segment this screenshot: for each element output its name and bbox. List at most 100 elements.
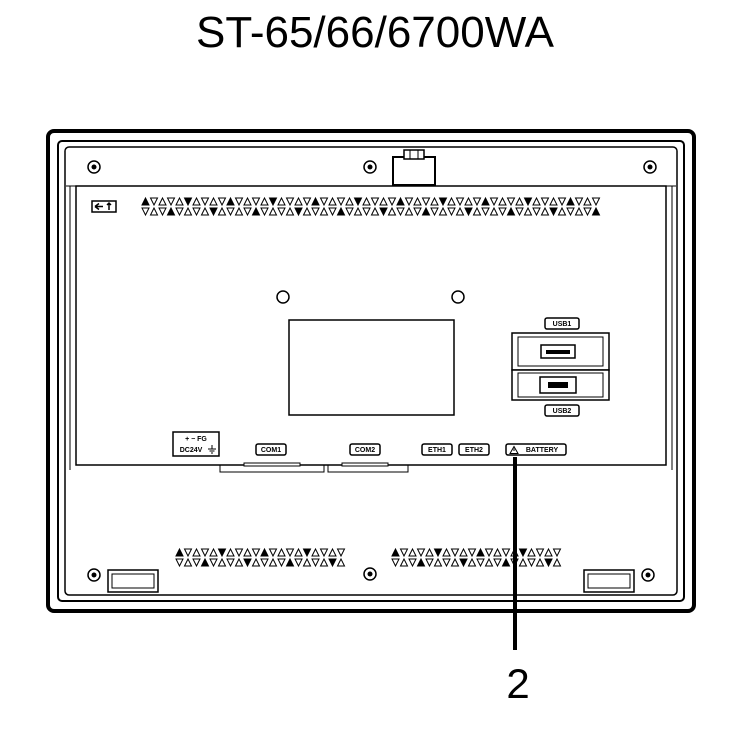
vent-slot — [243, 207, 252, 217]
vent-slot — [328, 196, 337, 206]
mount-hole — [451, 290, 465, 304]
vent-slot — [226, 196, 235, 206]
vent-slot — [328, 547, 337, 557]
com1-port: COM1 — [219, 443, 325, 473]
vent-slot — [251, 206, 261, 216]
vent-slot — [472, 197, 482, 207]
vent-slot — [430, 196, 439, 206]
power-terminal: + − FG DC24V — [172, 431, 220, 457]
vent-slot — [319, 197, 329, 207]
vent-slot — [217, 197, 227, 207]
vent-slot — [268, 197, 278, 207]
vent-slot — [302, 206, 312, 216]
vent-slot — [391, 547, 400, 557]
vent-slot — [158, 196, 167, 206]
vent-slot — [552, 557, 562, 567]
vent-slot — [166, 197, 176, 207]
vent-slot — [175, 207, 184, 217]
vent-slot — [362, 207, 371, 217]
vent-slot — [549, 207, 558, 217]
vent-slot — [251, 548, 261, 558]
vent-slot — [566, 207, 575, 217]
vent-slot — [149, 206, 159, 216]
usb-port-module: USB1 USB2 — [511, 317, 610, 417]
eth2-port: ETH2 — [458, 443, 490, 456]
vent-slot — [294, 207, 303, 217]
vent-slot — [515, 207, 524, 217]
vent-slot — [183, 548, 193, 558]
vent-slot — [433, 557, 443, 567]
vent-slot — [311, 547, 320, 557]
usb1-label: USB1 — [553, 321, 572, 328]
vent-slot — [234, 548, 244, 558]
vent-slot — [396, 207, 405, 217]
vent-slot — [404, 206, 414, 216]
vent-slot — [455, 197, 465, 207]
battery-label: BATTERY — [526, 447, 559, 454]
vent-slot — [455, 206, 465, 216]
vent-slot — [459, 558, 468, 568]
vent-slot — [527, 558, 536, 568]
vent-slot — [226, 558, 235, 568]
vent-slot — [476, 558, 485, 568]
usb2-label: USB2 — [553, 408, 572, 415]
vent-slot — [442, 558, 451, 568]
vent-slot — [408, 547, 417, 557]
vent-slot — [260, 196, 269, 206]
vent-slot — [467, 557, 477, 567]
vent-slot — [311, 558, 320, 568]
vent-slot — [574, 206, 584, 216]
vent-slot — [243, 547, 252, 557]
mount-hole — [276, 290, 290, 304]
vent-slot — [518, 548, 528, 558]
vent-slot — [336, 206, 346, 216]
vent-slot — [302, 548, 312, 558]
bottom-right-latch — [583, 569, 635, 593]
vent-slot — [438, 206, 448, 216]
vent-slot — [484, 548, 494, 558]
vent-slot — [481, 196, 490, 206]
vent-slot — [379, 207, 388, 217]
vent-slot — [506, 197, 516, 207]
vent-slot — [311, 207, 320, 217]
inner-bezel — [57, 140, 685, 602]
vent-slot — [544, 558, 553, 568]
vent-slot — [200, 206, 210, 216]
vent-slot — [183, 557, 193, 567]
vent-slot — [396, 196, 405, 206]
vent-slot — [501, 548, 511, 558]
vent-slot — [353, 206, 363, 216]
vent-slot — [277, 207, 286, 217]
vent-slot — [518, 557, 528, 567]
vent-slot — [387, 206, 397, 216]
vent-slot — [319, 548, 329, 558]
vent-slot — [183, 206, 193, 216]
vent-slot — [493, 547, 502, 557]
vent-slot — [404, 197, 414, 207]
vent-slot — [421, 206, 431, 216]
vent-slot — [353, 197, 363, 207]
vent-slot — [192, 558, 201, 568]
vent-slot — [399, 557, 409, 567]
vent-slot — [540, 197, 550, 207]
vent-slot — [501, 557, 511, 567]
arrow-icon — [91, 200, 117, 213]
vent-slot — [251, 557, 261, 567]
screw-icon — [643, 160, 657, 174]
screw-icon — [363, 567, 377, 581]
vent-slot — [226, 547, 235, 557]
rear-casing — [64, 146, 678, 596]
vent-slot — [591, 197, 601, 207]
vent-slot — [319, 557, 329, 567]
vent-slot — [498, 196, 507, 206]
vent-slot — [183, 197, 193, 207]
vent-slot — [515, 196, 524, 206]
vent-slot — [175, 558, 184, 568]
vent-slot — [175, 547, 184, 557]
vent-slot — [268, 206, 278, 216]
vent-slot — [217, 206, 227, 216]
vent-slot — [311, 196, 320, 206]
vent-slot — [430, 207, 439, 217]
vent-slot — [345, 207, 354, 217]
vent-slot — [447, 196, 456, 206]
